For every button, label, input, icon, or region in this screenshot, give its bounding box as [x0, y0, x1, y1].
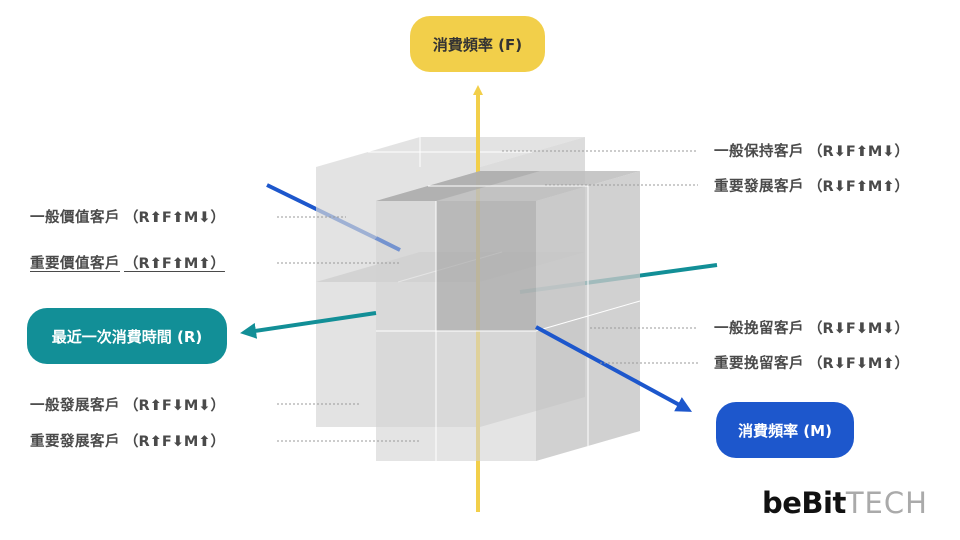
segment-name: 重要發展客戶 — [30, 434, 120, 450]
segment-general-value: 一般價值客戶（R⬆F⬆M⬇） — [30, 208, 225, 228]
segment-name: 一般保持客戶 — [714, 144, 804, 160]
segment-code: （R⬇F⬆M⬆） — [808, 179, 909, 195]
leader-lines — [277, 150, 698, 442]
segment-name: 一般發展客戶 — [30, 398, 120, 414]
segment-name: 一般挽留客戶 — [714, 321, 804, 337]
segment-general-development: 一般發展客戶（R⬆F⬇M⬇） — [30, 396, 225, 416]
m-axis-front — [535, 325, 693, 412]
segment-general-retain: 一般保持客戶（R⬇F⬆M⬇） — [714, 142, 909, 162]
r-axis-front — [240, 311, 377, 339]
segment-code: （R⬇F⬆M⬇） — [808, 144, 909, 160]
segment-name: 重要發展客戶 — [714, 179, 804, 195]
segment-code: （R⬆F⬇M⬇） — [124, 398, 225, 414]
bebit-tech-logo: beBitTECH — [762, 486, 928, 520]
m-axis-label: 消費頻率 (M) — [716, 402, 854, 458]
segment-important-value: 重要價值客戶（R⬆F⬆M⬆） — [30, 254, 225, 274]
segment-important-development-right: 重要發展客戶（R⬇F⬆M⬆） — [714, 177, 909, 197]
segment-name: 重要挽留客戶 — [714, 356, 804, 372]
segment-code: （R⬆F⬇M⬆） — [124, 434, 225, 450]
segment-code: （R⬇F⬇M⬇） — [808, 321, 909, 337]
segment-general-winback: 一般挽留客戶（R⬇F⬇M⬇） — [714, 319, 909, 339]
logo-tech: TECH — [845, 486, 928, 520]
cube-front — [376, 171, 641, 461]
segment-code: （R⬆F⬆M⬇） — [124, 210, 225, 226]
segment-important-winback: 重要挽留客戶（R⬇F⬇M⬆） — [714, 354, 909, 374]
segment-name: 一般價值客戶 — [30, 210, 120, 226]
segment-code: （R⬇F⬇M⬆） — [808, 356, 909, 372]
segment-important-development: 重要發展客戶（R⬆F⬇M⬆） — [30, 432, 225, 452]
segment-code: （R⬆F⬆M⬆） — [124, 256, 225, 272]
logo-bebit: beBit — [762, 486, 846, 520]
r-axis-label: 最近一次消費時間 (R) — [27, 308, 227, 364]
f-axis-label: 消費頻率 (F) — [410, 16, 545, 72]
segment-name: 重要價值客戶 — [30, 256, 120, 272]
